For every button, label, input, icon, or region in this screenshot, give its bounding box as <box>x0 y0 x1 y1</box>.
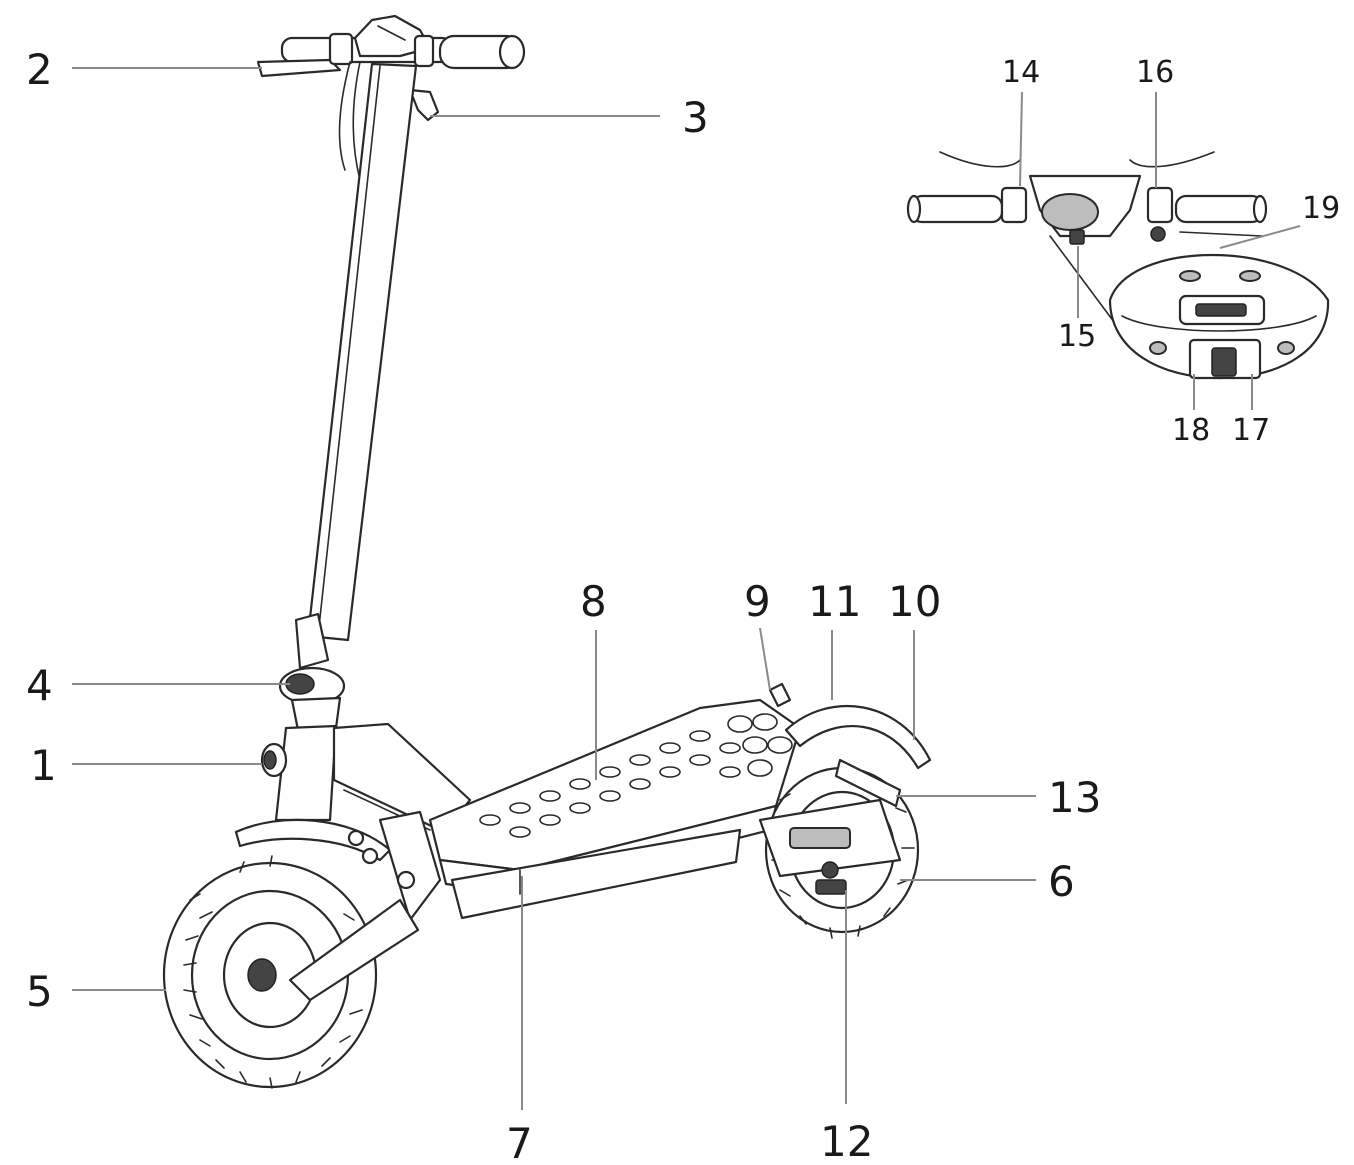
callout-7: 7 <box>506 1119 533 1165</box>
callout-8: 8 <box>580 577 607 626</box>
front-swingarm <box>288 898 420 1002</box>
callout-12: 12 <box>820 1117 873 1165</box>
callout-14: 14 <box>1002 55 1040 90</box>
callout-9: 9 <box>744 577 771 626</box>
deck <box>428 698 802 920</box>
callout-19: 19 <box>1302 191 1340 226</box>
front-wheel <box>162 855 378 1089</box>
callout-13: 13 <box>1048 773 1101 822</box>
callout-17: 17 <box>1232 413 1270 448</box>
scooter-illustration <box>162 14 932 1089</box>
handlebar-detail-inset <box>906 151 1330 380</box>
callout-18: 18 <box>1172 413 1210 448</box>
rear-fender <box>784 704 932 770</box>
handlebar <box>256 14 526 181</box>
callout-10: 10 <box>888 577 941 626</box>
rear-suspension <box>758 758 902 895</box>
callout-1: 1 <box>30 741 57 790</box>
callout-3: 3 <box>682 93 709 142</box>
callout-6: 6 <box>1048 857 1075 906</box>
folding-clamp <box>278 612 346 732</box>
callout-15: 15 <box>1058 319 1096 354</box>
callout-5: 5 <box>26 967 53 1016</box>
callout-labels: 2 3 4 1 5 7 8 9 11 10 13 6 12 14 16 19 1… <box>26 45 1340 1165</box>
leader-lines <box>72 67 1301 1110</box>
kickstand <box>768 682 792 708</box>
callout-4: 4 <box>26 661 53 710</box>
steering-stem <box>306 62 418 642</box>
leader-14 <box>1019 91 1023 187</box>
callout-2: 2 <box>26 45 53 94</box>
callout-11: 11 <box>808 577 861 626</box>
front-fender <box>234 818 392 862</box>
front-fork <box>347 810 442 922</box>
leader-19 <box>1219 225 1301 249</box>
leader-9 <box>759 627 771 691</box>
callout-16: 16 <box>1136 55 1174 90</box>
